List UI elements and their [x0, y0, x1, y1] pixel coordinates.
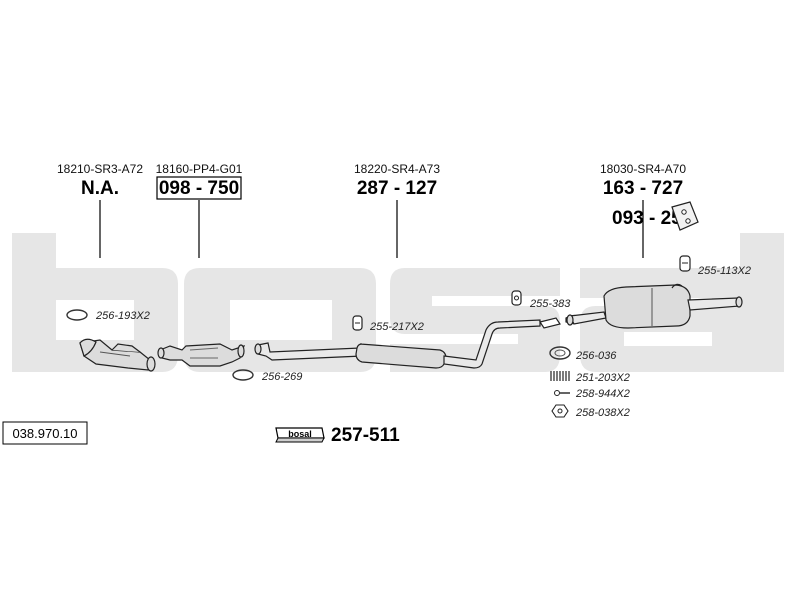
rubber-hanger-icon	[511, 290, 522, 306]
callout-gasket-front: 256-193X2	[66, 309, 150, 322]
component-rear-silencer: 18030-SR4-A70 163 - 727	[600, 162, 686, 258]
callout-label: 255-113X2	[697, 265, 751, 277]
watermark-letter-o	[184, 268, 376, 372]
middle-silencer-drawing	[254, 319, 541, 369]
rubber-hanger-icon	[352, 315, 363, 331]
bolt-icon	[554, 390, 570, 396]
gasket-ring-icon	[232, 369, 254, 381]
reference-number-box: 038.970.10	[2, 421, 88, 445]
bracket-part-number: 093 - 251	[612, 208, 693, 229]
spring-icon	[550, 371, 570, 381]
kit-logo: bosal	[288, 429, 312, 439]
callout-label: 251-203X2	[575, 372, 630, 384]
callout-label: 255-217X2	[369, 321, 424, 333]
part-number: 287 - 127	[357, 178, 437, 199]
gasket-ring-icon	[549, 346, 571, 360]
fitting-kit: bosal 257-511	[275, 425, 400, 446]
part-number: 098 - 750	[159, 178, 239, 199]
part-number-box	[156, 176, 242, 200]
callout-nut: 258-038X2	[551, 404, 630, 419]
callout-label: 255-383	[529, 298, 571, 310]
component-catalytic-converter: 18160-PP4-G01 098 - 750	[156, 162, 243, 258]
watermark-letter-b	[12, 233, 178, 372]
callout-spring: 251-203X2	[550, 371, 630, 384]
oem-code: 18210-SR3-A72	[57, 162, 143, 176]
component-front-pipe: 18210-SR3-A72 N.A.	[57, 162, 143, 258]
rear-silencer-drawing	[566, 283, 743, 329]
component-middle-silencer: 18220-SR4-A73 287 - 127	[354, 162, 440, 258]
oem-code: 18220-SR4-A73	[354, 162, 440, 176]
callout-hanger-tail: 255-113X2	[679, 255, 751, 277]
mounting-bracket-icon	[671, 201, 699, 231]
part-number: 163 - 727	[603, 178, 683, 199]
callout-label: 258-038X2	[575, 407, 630, 419]
callout-bolt: 258-944X2	[554, 388, 630, 400]
nut-icon	[551, 404, 569, 418]
callout-label: 256-193X2	[95, 310, 150, 322]
watermark-letter-l	[740, 233, 784, 372]
oem-code: 18030-SR4-A70	[600, 162, 686, 176]
bracket-group: 093 - 251	[612, 201, 699, 231]
bosal-kit-box-icon: bosal	[275, 427, 325, 443]
callout-gasket-rear: 256-036	[549, 346, 617, 362]
callout-label: 256-036	[575, 350, 617, 362]
callout-hanger-rear: 255-383	[511, 290, 571, 310]
callout-label: 256-269	[261, 371, 302, 383]
oem-code: 18160-PP4-G01	[156, 162, 243, 176]
callout-label: 258-944X2	[575, 388, 630, 400]
catalytic-converter-drawing	[157, 343, 245, 367]
rubber-hanger-icon	[679, 255, 691, 272]
reference-number: 038.970.10	[12, 426, 77, 441]
callout-hanger-middle: 255-217X2	[352, 315, 424, 333]
kit-part-number: 257-511	[331, 425, 400, 446]
front-pipe-drawing	[79, 338, 156, 372]
part-number: N.A.	[81, 178, 119, 199]
gasket-ring-icon	[66, 309, 88, 321]
callout-gasket-cat: 256-269	[232, 369, 302, 383]
